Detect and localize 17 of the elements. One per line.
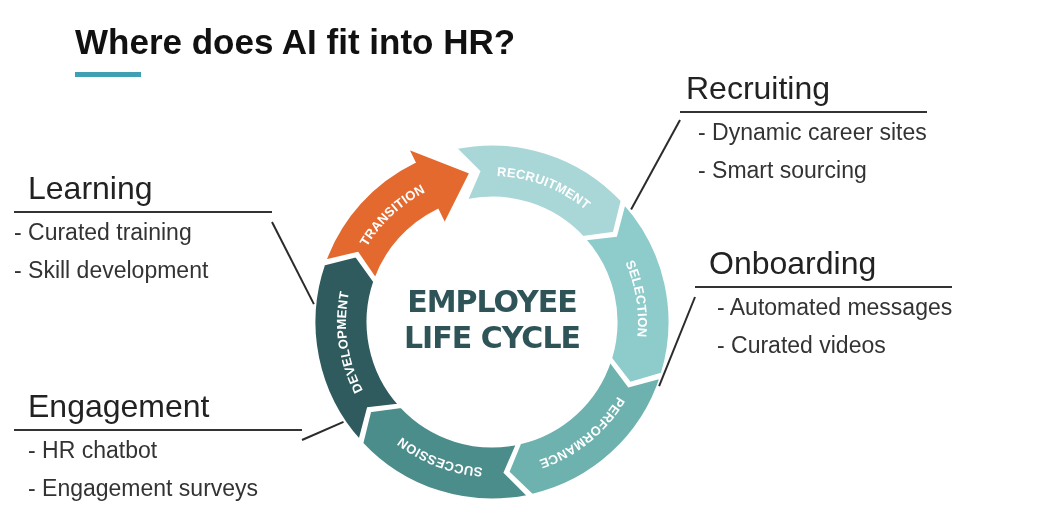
bullet-item: - Smart sourcing <box>697 156 868 185</box>
bullet-item: - HR chatbot <box>27 436 159 465</box>
callout-heading: Engagement <box>14 388 302 431</box>
callout-heading: Learning <box>14 170 272 213</box>
callout-heading: Onboarding <box>695 245 953 288</box>
bullet-item: - Automated messages <box>716 293 953 322</box>
leader-line <box>301 420 345 441</box>
bullet-item: - Curated training <box>14 218 193 247</box>
leader-line <box>271 221 315 306</box>
bullet-item: - Engagement surveys <box>27 474 260 503</box>
bullet-item: - Dynamic career sites <box>697 118 927 147</box>
bullet-item: - Skill development <box>14 256 210 285</box>
leader-line <box>658 296 696 388</box>
callout-heading: Recruiting <box>680 70 927 113</box>
title: Where does AI fit into HR? <box>75 22 516 62</box>
leader-line <box>630 119 681 211</box>
bullet-item: - Curated videos <box>716 331 887 360</box>
